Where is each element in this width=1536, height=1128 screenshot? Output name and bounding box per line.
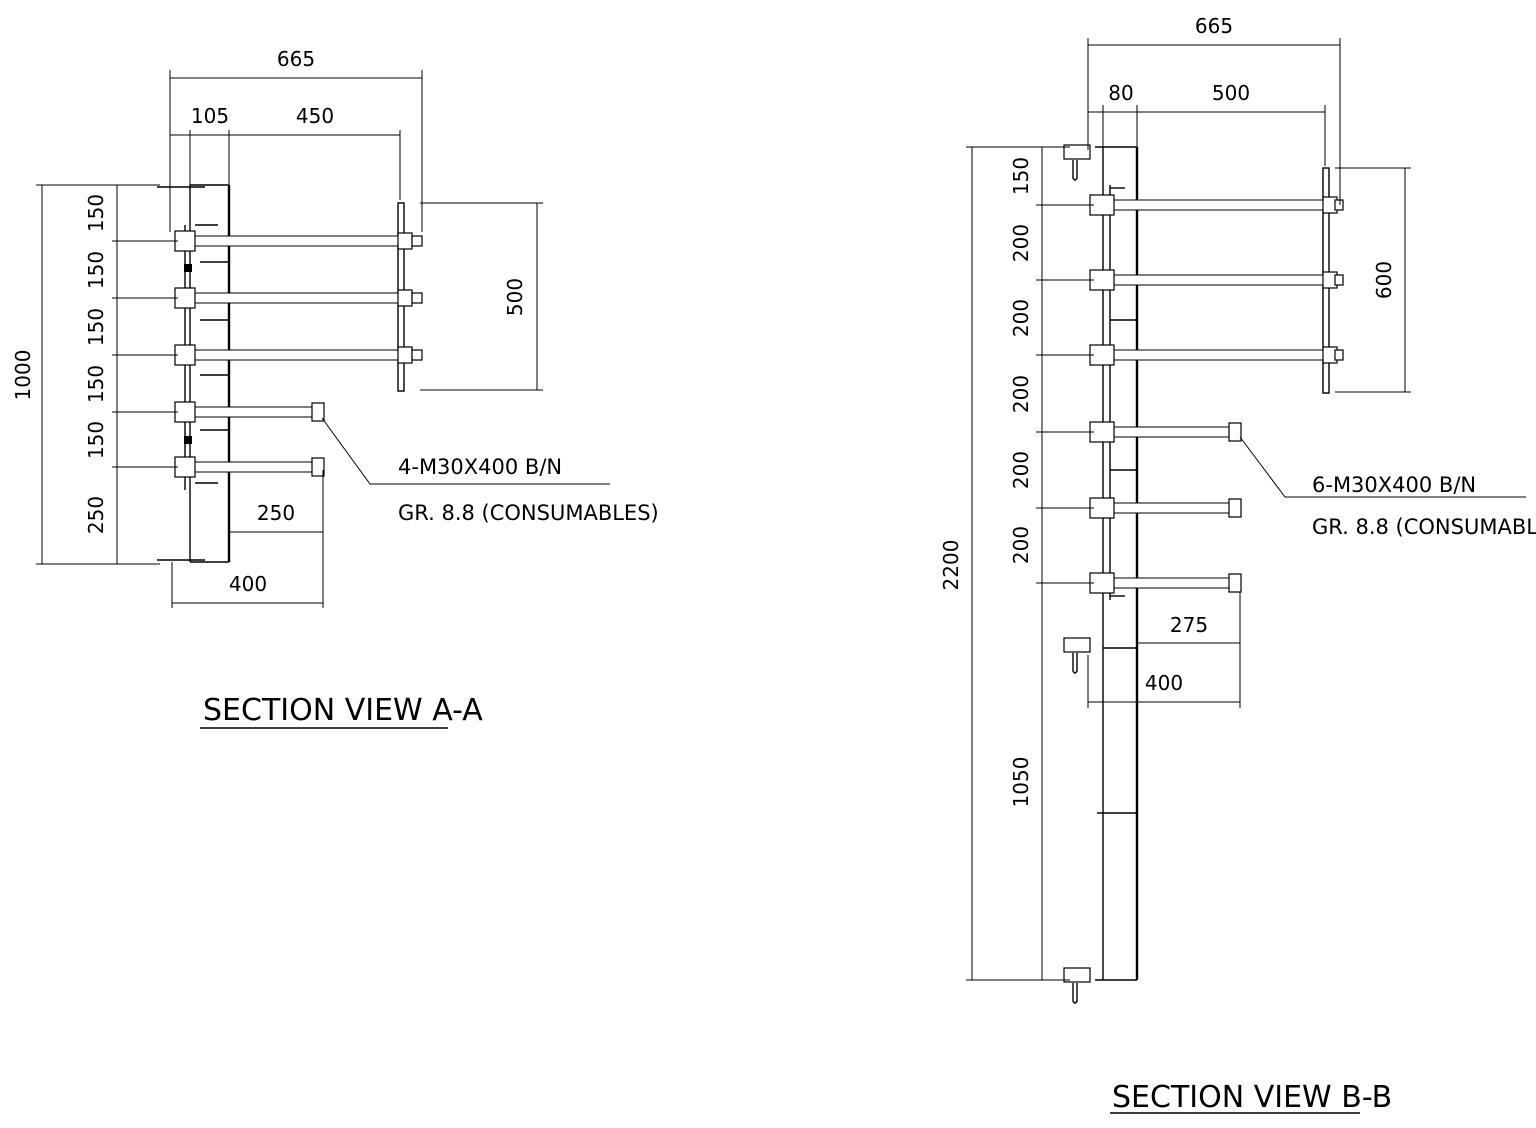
view-b-long-bolt	[1089, 269, 1344, 291]
view-b-bolt-note: 6-M30X400 B/N GR. 8.8 (CONSUMABLES)	[1239, 436, 1536, 539]
view-a-short-bolt	[174, 401, 325, 423]
dim-b-200-1: 200	[1009, 224, 1033, 262]
dim-a-250: 250	[84, 496, 108, 534]
view-a-dim-total-height: 1000	[11, 184, 160, 565]
view-a-dim-offset: 105 450	[170, 104, 401, 200]
view-b-long-bolt	[1089, 344, 1344, 366]
dim-250-bolt: 250	[257, 501, 295, 525]
view-a-long-bolt	[174, 287, 423, 309]
dim-a-150-4: 150	[84, 365, 108, 403]
view-b-title: SECTION VIEW B-B	[1112, 1080, 1392, 1115]
view-b-short-bolt	[1089, 421, 1242, 443]
dim-80: 80	[1108, 81, 1133, 105]
dim-a-150-1: 150	[84, 194, 108, 232]
view-b-long-bolt	[1089, 194, 1344, 216]
view-a-dim-chain: 150 150 150 150 150 250	[84, 185, 178, 564]
dim-500: 500	[503, 278, 527, 316]
view-b-dim-bolt: 275 400	[1087, 592, 1241, 708]
view-b-note-line1: 6-M30X400 B/N	[1312, 473, 1476, 497]
dim-b-200-5: 200	[1009, 526, 1033, 564]
dim-600: 600	[1372, 261, 1396, 299]
view-b-short-bolt	[1089, 497, 1242, 519]
dim-2200: 2200	[939, 540, 963, 591]
dim-a-150-2: 150	[84, 251, 108, 289]
view-b-dim-plate-height: 600	[1335, 167, 1411, 393]
dim-105: 105	[191, 104, 229, 128]
dim-b-150: 150	[1009, 157, 1033, 195]
view-b-anchor-hook	[1063, 144, 1091, 181]
dim-500-b: 500	[1212, 81, 1250, 105]
dim-b-200-2: 200	[1009, 299, 1033, 337]
dim-b-200-3: 200	[1009, 375, 1033, 413]
dim-450: 450	[296, 104, 334, 128]
view-b-anchor-hook	[1063, 967, 1091, 1004]
dim-275: 275	[1170, 613, 1208, 637]
view-a-note-line2: GR. 8.8 (CONSUMABLES)	[398, 501, 659, 525]
view-a-dim-plate-height: 500	[420, 202, 543, 391]
dim-400-a: 400	[229, 572, 267, 596]
view-b-dim-offset: 80 500	[1088, 81, 1326, 166]
view-b-anchor-hook	[1063, 637, 1091, 674]
view-a-title: SECTION VIEW A-A	[203, 693, 483, 728]
section-view-b: 665 80 500 2200 150 200 200	[939, 14, 1536, 1115]
view-a-note-line1: 4-M30X400 B/N	[398, 455, 562, 479]
view-a-short-bolt	[174, 456, 325, 478]
dim-a-150-5: 150	[84, 421, 108, 459]
dim-1000: 1000	[11, 350, 35, 401]
view-b-note-line2: GR. 8.8 (CONSUMABLES)	[1312, 515, 1536, 539]
view-a-long-bolt	[174, 230, 423, 252]
view-a-dim-overall-width: 665	[169, 47, 423, 232]
dim-400-b: 400	[1145, 671, 1183, 695]
dim-b-200-4: 200	[1009, 451, 1033, 489]
view-a-bolt-note: 4-M30X400 B/N GR. 8.8 (CONSUMABLES)	[321, 417, 659, 525]
section-view-a: 665 105 450 1000 150 150 150 15	[11, 47, 659, 729]
view-b-dim-chain: 150 200 200 200 200 200 1050	[1009, 147, 1094, 980]
view-b-short-bolt	[1089, 572, 1242, 594]
dim-665-b: 665	[1195, 14, 1233, 38]
view-b-dim-total-height: 2200	[939, 146, 1070, 981]
dim-665-a: 665	[277, 47, 315, 71]
view-a-long-bolt	[174, 344, 423, 366]
view-a-dim-bolt: 250 400	[171, 470, 324, 608]
dim-b-1050: 1050	[1009, 757, 1033, 808]
dim-a-150-3: 150	[84, 308, 108, 346]
view-b-dim-overall-width: 665	[1087, 14, 1341, 205]
